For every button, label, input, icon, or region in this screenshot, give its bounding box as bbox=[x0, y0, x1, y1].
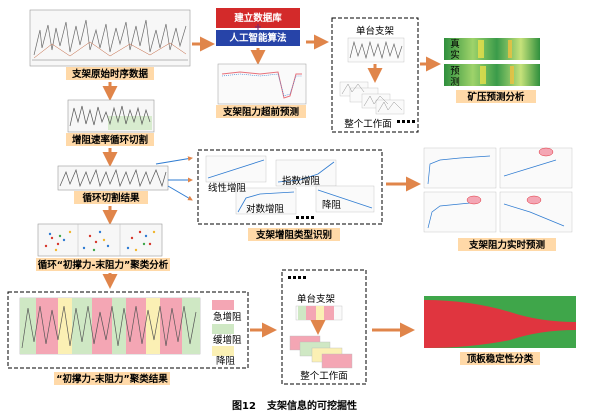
support-face-bottom-frame bbox=[281, 269, 367, 385]
support-face-bottom-dots bbox=[288, 276, 306, 279]
single-support-top-label: 单台支架 bbox=[356, 25, 395, 37]
ground-pressure-label: 矿压预测分析 bbox=[467, 91, 525, 103]
type-log-label: 对数增阻 bbox=[246, 203, 285, 215]
single-support-bottom-chart bbox=[295, 305, 343, 321]
raw-series-label: 支架原始时序数据 bbox=[71, 68, 149, 80]
legend-fast-label: 急增阻 bbox=[213, 311, 242, 323]
type-exp-label: 指数增阻 bbox=[282, 175, 321, 187]
db-top-label: 建立数据库 bbox=[233, 12, 282, 24]
arrow-cut-to-types-3 bbox=[167, 185, 193, 201]
cluster-result-label-box bbox=[54, 372, 170, 385]
advance-predict-chart bbox=[217, 63, 307, 105]
type-down-label: 降阻 bbox=[322, 199, 342, 211]
cluster-scatter-chart bbox=[37, 223, 163, 257]
cycle-result-label-box bbox=[74, 191, 148, 204]
raw-series-label-box bbox=[66, 67, 154, 80]
roof-classify-map bbox=[424, 296, 576, 348]
whole-face-bottom-chart bbox=[289, 335, 353, 369]
advance-predict-label-box bbox=[216, 105, 306, 118]
legend-down-label: 降阻 bbox=[216, 355, 236, 367]
arrow-cut-to-types-1 bbox=[155, 156, 193, 165]
whole-face-bottom-label: 整个工作面 bbox=[300, 370, 348, 382]
db-plus: + bbox=[254, 22, 262, 33]
figure-caption-text: 支架信息的可挖掘性 bbox=[266, 399, 357, 412]
cluster-result-chart bbox=[19, 297, 201, 355]
type-identify-dots bbox=[296, 216, 314, 219]
rate-cut-label: 增阻速率循环切割 bbox=[72, 134, 148, 146]
pred-char-a: 预 bbox=[450, 66, 460, 77]
roof-classify-label-box bbox=[460, 352, 540, 365]
cluster-result-label: “初撑力-末阻力”聚类结果 bbox=[56, 373, 168, 385]
realtime-predict-charts bbox=[423, 147, 573, 233]
cluster-result-frame bbox=[7, 291, 249, 369]
db-bottom-label: 人工智能算法 bbox=[229, 32, 287, 44]
single-support-bottom-label: 单台支架 bbox=[297, 293, 336, 305]
cluster-analysis-label: 循环“初撑力-末阻力”聚类分析 bbox=[38, 259, 169, 271]
ground-pressure-heatmaps bbox=[444, 38, 540, 86]
legend-fast-swatch bbox=[212, 300, 234, 310]
rate-cut-chart bbox=[67, 99, 155, 133]
type-identify-charts bbox=[205, 155, 375, 215]
legend-down-swatch bbox=[212, 346, 234, 356]
legend-slow-label: 缓增阻 bbox=[213, 334, 242, 346]
whole-face-top-label: 整个工作面 bbox=[344, 118, 392, 130]
cycle-result-chart bbox=[57, 165, 169, 191]
realtime-predict-label-box bbox=[458, 238, 556, 251]
db-top-box bbox=[216, 8, 300, 28]
support-face-frame bbox=[331, 17, 419, 133]
realtime-predict-label: 支架阻力实时预测 bbox=[468, 239, 546, 251]
single-support-top-chart bbox=[347, 37, 405, 63]
figure-caption-number: 图12 bbox=[232, 400, 256, 412]
type-linear-label: 线性增阻 bbox=[208, 182, 247, 194]
truth-char-b: 实 bbox=[450, 49, 460, 61]
cluster-analysis-label-box bbox=[36, 258, 170, 271]
type-identify-frame bbox=[197, 149, 383, 225]
ground-pressure-label-box bbox=[456, 90, 536, 103]
whole-face-top-dots bbox=[397, 120, 415, 123]
advance-predict-label: 支架阻力超前预测 bbox=[222, 106, 300, 118]
type-identify-label-box bbox=[248, 228, 340, 241]
truth-char-a: 真 bbox=[450, 38, 460, 50]
type-identify-label: 支架增阻类型识别 bbox=[255, 229, 332, 241]
db-bottom-box bbox=[216, 30, 300, 46]
raw-series-chart bbox=[29, 9, 191, 67]
whole-face-top-chart bbox=[339, 81, 405, 115]
roof-classify-label: 顶板稳定性分类 bbox=[467, 353, 534, 365]
legend-slow-swatch bbox=[212, 324, 234, 334]
pred-char-b: 测 bbox=[450, 77, 460, 88]
cycle-result-label: 循环切割结果 bbox=[82, 192, 140, 204]
rate-cut-label-box bbox=[66, 133, 154, 146]
